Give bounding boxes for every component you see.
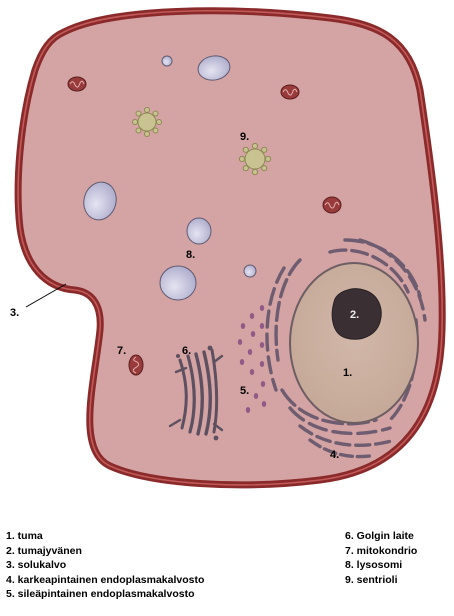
- label-mitochondrion: 7.: [117, 345, 126, 357]
- nucleus: [290, 263, 418, 423]
- label-nucleolus: 2.: [350, 309, 359, 321]
- lysosome: [160, 266, 196, 300]
- legend-item-nucleolus: 2. tumajyvänen: [6, 544, 204, 559]
- lysosome: [244, 265, 256, 277]
- mitochondrion: [129, 355, 143, 375]
- centriole: [133, 108, 162, 137]
- legend-item-mitochondrion: 7. mitokondrio: [345, 544, 417, 559]
- label-golgi: 6.: [182, 345, 191, 357]
- label-smooth-er: 5.: [240, 385, 249, 397]
- mitochondrion: [281, 85, 299, 99]
- legend-left: 1. tuma 2. tumajyvänen 3. solukalvo 4. k…: [6, 529, 204, 602]
- legend-item-smooth-er: 5. sileäpintainen endoplasmakalvosto: [6, 587, 204, 602]
- legend-item-centriole: 9. sentrioli: [345, 573, 417, 588]
- centriole: [239, 143, 270, 174]
- label-lysosome: 8.: [186, 249, 195, 261]
- lysosome: [187, 218, 211, 244]
- lysosome: [162, 56, 172, 66]
- legend-right: 6. Golgin laite 7. mitokondrio 8. lysoso…: [345, 529, 417, 587]
- legend-item-rough-er: 4. karkeapintainen endoplasmakalvosto: [6, 573, 204, 588]
- cell-diagram: 3. 1. 2. 4. 5. 6. 7. 8. 9.: [0, 0, 454, 505]
- label-rough-er: 4.: [330, 449, 339, 461]
- label-centriole: 9.: [240, 131, 249, 143]
- legend-item-nucleus: 1. tuma: [6, 529, 204, 544]
- legend-item-golgi: 6. Golgin laite: [345, 529, 417, 544]
- label-membrane: 3.: [10, 307, 19, 319]
- legend-item-lysosome: 8. lysosomi: [345, 558, 417, 573]
- label-nucleus: 1.: [343, 367, 352, 379]
- mitochondrion: [68, 77, 86, 91]
- mitochondrion: [323, 197, 341, 213]
- membrane-leader-line: [26, 284, 66, 307]
- legend-item-membrane: 3. solukalvo: [6, 558, 204, 573]
